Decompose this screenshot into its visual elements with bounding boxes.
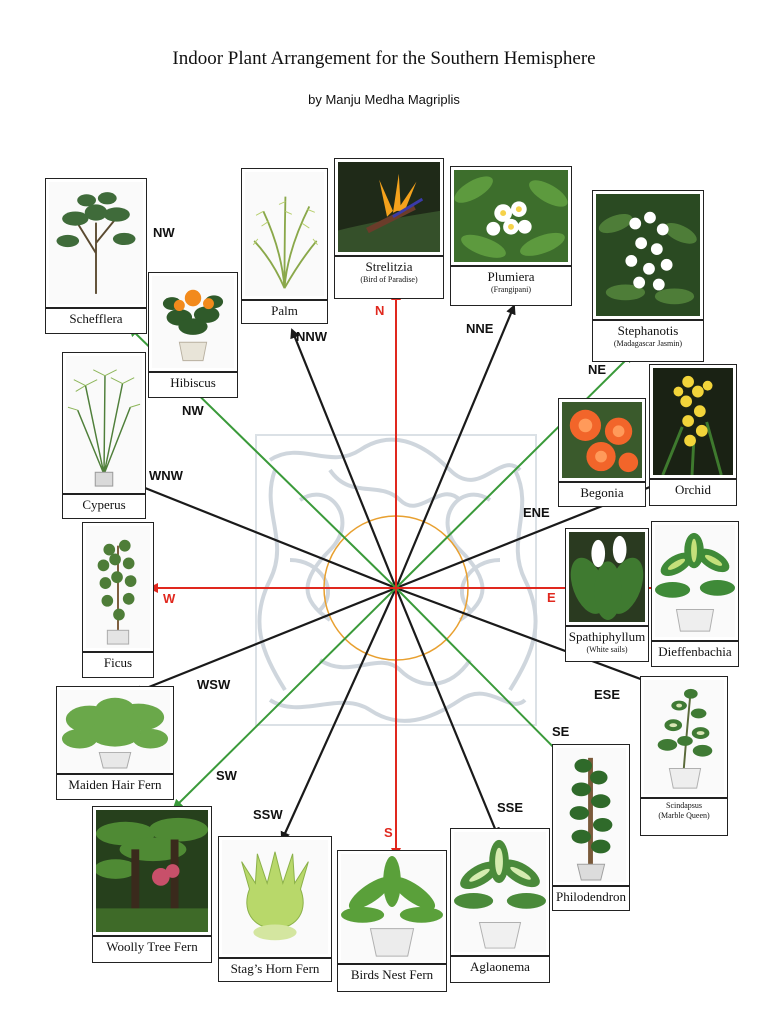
plant-photo-schefflera: [45, 178, 147, 308]
plant-label-stephanotis: Stephanotis (Madagascar Jasmin): [592, 320, 704, 362]
plant-label-dieffenbachia: Dieffenbachia: [651, 641, 739, 667]
direction-label-s: S: [384, 825, 393, 840]
line-wsw: [132, 586, 397, 695]
author-byline: by Manju Medha Magriplis: [308, 92, 460, 107]
direction-label-wsw: WSW: [197, 677, 231, 692]
line-sw: [172, 587, 397, 810]
plant-name: Orchid: [674, 482, 712, 497]
plant-name: Plumiera: [487, 269, 535, 284]
plant-name: Begonia: [580, 485, 624, 500]
plant-name: Stephanotis: [617, 323, 679, 338]
plant-label-strelitzia: Strelitzia (Bird of Paradise): [334, 256, 444, 299]
plant-photo-stags-horn-fern: [218, 836, 332, 958]
plant-photo-stephanotis: [592, 190, 704, 320]
plant-label-plumiera: Plumiera (Frangipani): [450, 266, 572, 306]
line-ne: [395, 352, 634, 589]
line-sse: [394, 587, 500, 838]
plant-label-schefflera: Schefflera: [45, 308, 147, 334]
plant-photo-hibiscus: [148, 272, 238, 372]
plant-common-name: (White sails): [586, 644, 628, 654]
plant-label-ficus: Ficus: [82, 652, 154, 678]
plant-label-orchid: Orchid: [649, 479, 737, 506]
plant-photo-dieffenbachia: [651, 521, 739, 641]
plant-name: Cyperus: [82, 497, 126, 512]
plant-name: Dieffenbachia: [658, 644, 732, 659]
plant-name: Palm: [271, 303, 298, 318]
plant-label-woolly-tree-fern: Woolly Tree Fern: [92, 936, 212, 963]
plant-name: Aglaonema: [470, 959, 530, 974]
plant-label-scindapsus: Scindapsus (Marble Queen): [640, 798, 728, 836]
plant-photo-maiden-hair-fern: [56, 686, 174, 774]
direction-label-nw-lower: NW: [182, 403, 204, 418]
direction-label-se: SE: [552, 724, 570, 739]
plant-common-name: (Bird of Paradise): [360, 274, 418, 284]
plant-label-cyperus: Cyperus: [62, 494, 146, 519]
direction-label-sse: SSE: [497, 800, 524, 815]
plant-name: Stag’s Horn Fern: [230, 961, 320, 976]
plant-photo-birds-nest-fern: [337, 850, 447, 964]
black-direction-lines: [128, 304, 672, 842]
plant-name: Strelitzia: [365, 259, 413, 274]
plant-name: Maiden Hair Fern: [68, 777, 162, 792]
line-wnw: [128, 480, 397, 590]
direction-label-e: E: [547, 590, 556, 605]
plant-name: Ficus: [103, 655, 133, 670]
plant-label-philodendron: Philodendron: [552, 886, 630, 911]
direction-label-n: N: [375, 303, 385, 318]
plant-label-maiden-hair-fern: Maiden Hair Fern: [56, 774, 174, 800]
direction-label-nne: NNE: [466, 321, 494, 336]
plant-photo-spathiphyllum: [565, 528, 649, 626]
direction-label-nnw: NNW: [296, 329, 328, 344]
plant-photo-palm: [241, 168, 328, 300]
plant-photo-woolly-tree-fern: [92, 806, 212, 936]
direction-label-ssw: SSW: [253, 807, 283, 822]
plant-label-palm: Palm: [241, 300, 328, 324]
plant-name: Woolly Tree Fern: [106, 939, 198, 954]
plant-label-stags-horn-fern: Stag’s Horn Fern: [218, 958, 332, 982]
plant-photo-cyperus: [62, 352, 146, 494]
plant-common-name: (Frangipani): [491, 284, 531, 294]
line-nne: [394, 304, 516, 589]
plant-label-aglaonema: Aglaonema: [450, 956, 550, 983]
plant-name: Birds Nest Fern: [350, 967, 434, 982]
plant-common-name: (Madagascar Jasmin): [613, 338, 683, 348]
plant-label-spathiphyllum: Spathiphyllum (White sails): [565, 626, 649, 662]
plant-name: Spathiphyllum: [568, 629, 646, 644]
plant-common-name: (Marble Queen): [658, 811, 710, 821]
direction-label-wnw: WNW: [149, 468, 183, 483]
plant-photo-ficus: [82, 522, 154, 652]
plant-name: Scindapsus: [666, 801, 702, 810]
plant-photo-begonia: [558, 398, 646, 482]
page-title: Indoor Plant Arrangement for the Souther…: [172, 48, 596, 69]
direction-label-sw: SW: [216, 768, 237, 783]
plant-label-hibiscus: Hibiscus: [148, 372, 238, 398]
direction-label-ene: ENE: [523, 505, 550, 520]
line-ssw: [280, 587, 398, 842]
line-ese: [395, 586, 672, 692]
plant-name: Philodendron: [555, 889, 627, 904]
plant-label-begonia: Begonia: [558, 482, 646, 507]
plant-photo-strelitzia: [334, 158, 444, 256]
plant-photo-aglaonema: [450, 828, 550, 956]
direction-label-nw-upper: NW: [153, 225, 175, 240]
line-se: [395, 587, 578, 772]
plant-photo-scindapsus: [640, 676, 728, 798]
plant-name: Schefflera: [69, 311, 123, 326]
plant-label-birds-nest-fern: Birds Nest Fern: [337, 964, 447, 992]
plant-name: Hibiscus: [170, 375, 216, 390]
plant-photo-philodendron: [552, 744, 630, 886]
plant-photo-orchid: [649, 364, 737, 479]
direction-label-ne: NE: [588, 362, 607, 377]
direction-label-w: W: [163, 591, 176, 606]
line-nnw: [290, 328, 398, 589]
plant-photo-plumiera: [450, 166, 572, 266]
direction-label-ese: ESE: [594, 687, 621, 702]
